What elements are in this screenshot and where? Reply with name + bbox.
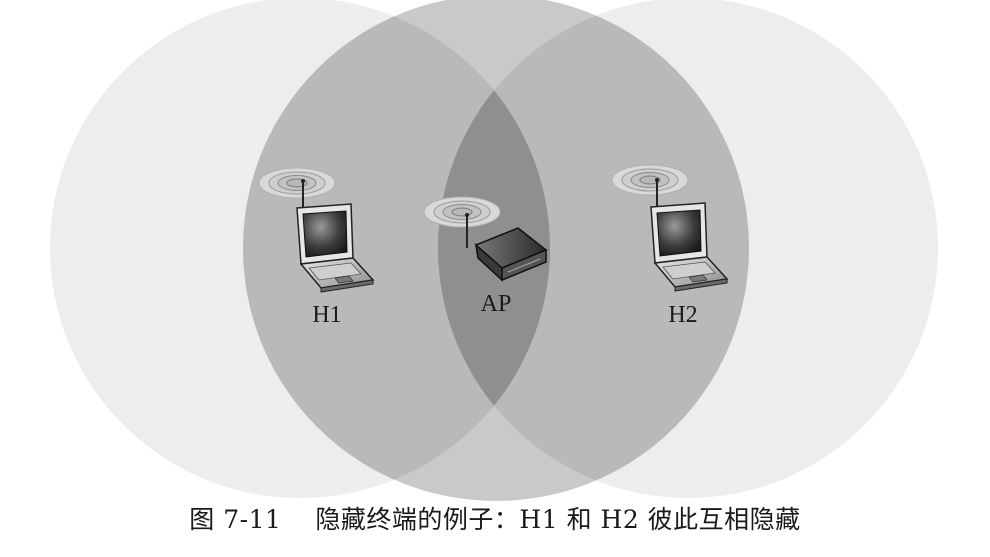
figure-caption: 图 7-11 隐藏终端的例子：H1 和 H2 彼此互相隐藏 bbox=[0, 500, 990, 536]
node-h2: H2 bbox=[611, 164, 728, 328]
access-point-icon bbox=[465, 213, 548, 282]
h2-signal-waves-icon bbox=[611, 164, 689, 196]
caption-text: 隐藏终端的例子：H1 和 H2 彼此互相隐藏 bbox=[315, 505, 801, 534]
ap-signal-waves-icon bbox=[423, 196, 501, 228]
node-ap: AP bbox=[423, 196, 548, 317]
h2-label: H2 bbox=[668, 302, 697, 328]
figure-number: 图 7-11 bbox=[189, 505, 282, 534]
h1-signal-waves-icon bbox=[258, 167, 336, 199]
h1-label: H1 bbox=[312, 302, 341, 328]
ap-label: AP bbox=[481, 291, 512, 317]
node-h1: H1 bbox=[258, 167, 374, 328]
